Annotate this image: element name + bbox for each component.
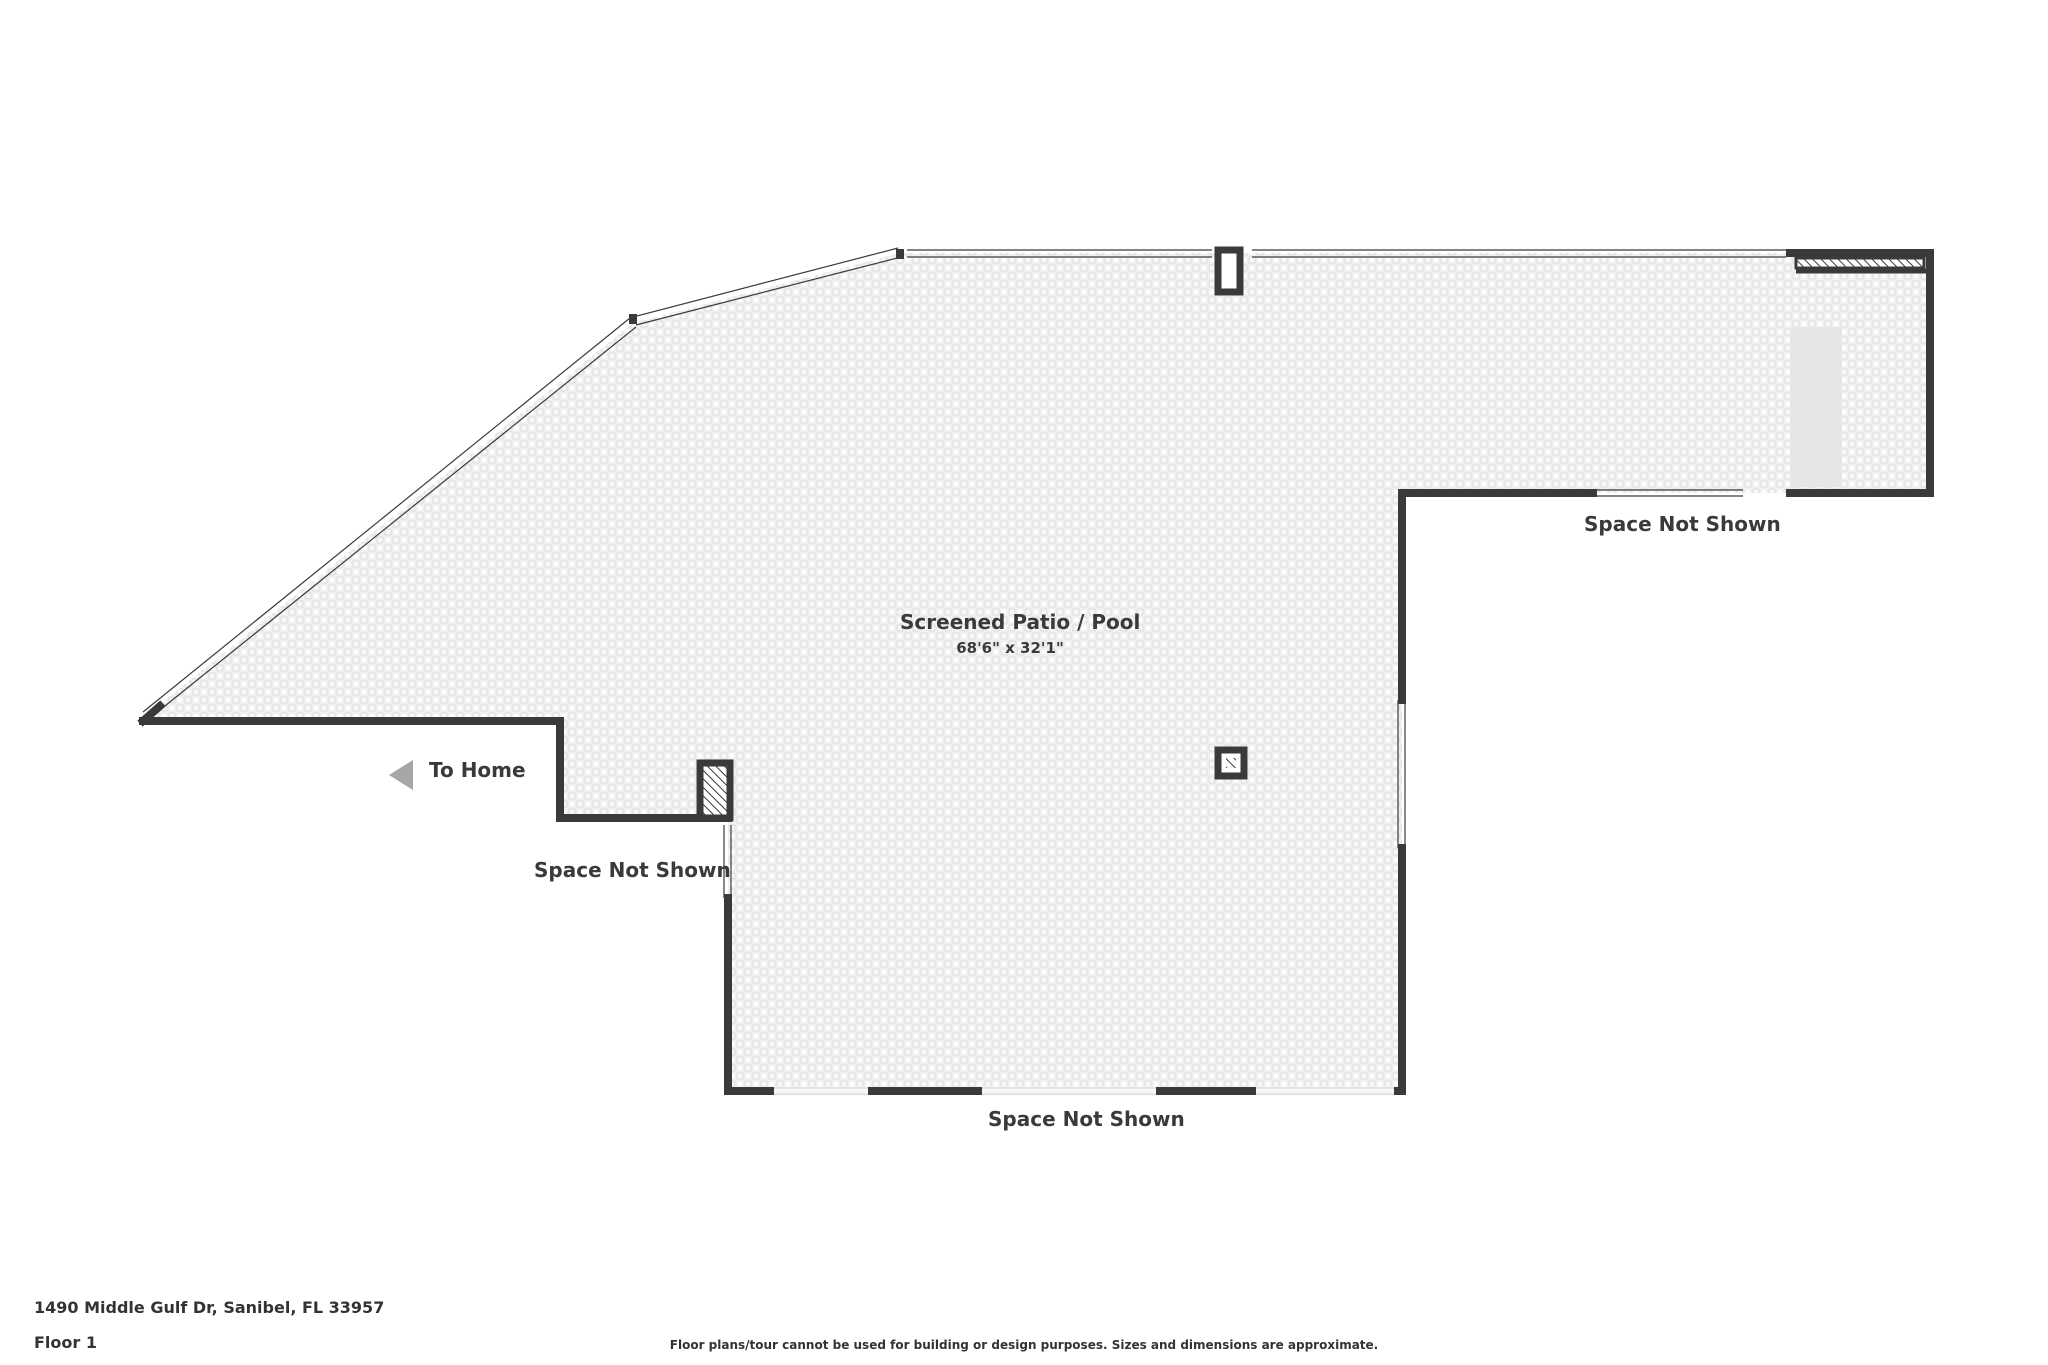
room-dimensions: 68'6" x 32'1" [956, 639, 1064, 657]
space-not-shown-right: Space Not Shown [1584, 512, 1781, 536]
disclaimer: Floor plans/tour cannot be used for buil… [669, 1338, 1379, 1352]
column-hatched-left [696, 759, 734, 822]
hatched-counter-top [1794, 256, 1926, 270]
space-not-shown-left: Space Not Shown [534, 858, 731, 882]
space-not-shown-bottom: Space Not Shown [988, 1107, 1185, 1131]
to-home-label: To Home [429, 758, 526, 782]
room-name: Screened Patio / Pool [900, 610, 1141, 634]
corner-post [629, 314, 637, 324]
corner-post [896, 249, 904, 259]
column-top [1214, 246, 1244, 296]
column-center [1214, 746, 1248, 780]
bottom-screen-lines [774, 1087, 1394, 1095]
outdoor-kitchen-fixture [1790, 327, 1842, 487]
floor-label: Floor 1 [34, 1333, 97, 1352]
address: 1490 Middle Gulf Dr, Sanibel, FL 33957 [34, 1298, 385, 1317]
patio-floor [143, 253, 1930, 1091]
arrow-left-icon [389, 760, 413, 790]
